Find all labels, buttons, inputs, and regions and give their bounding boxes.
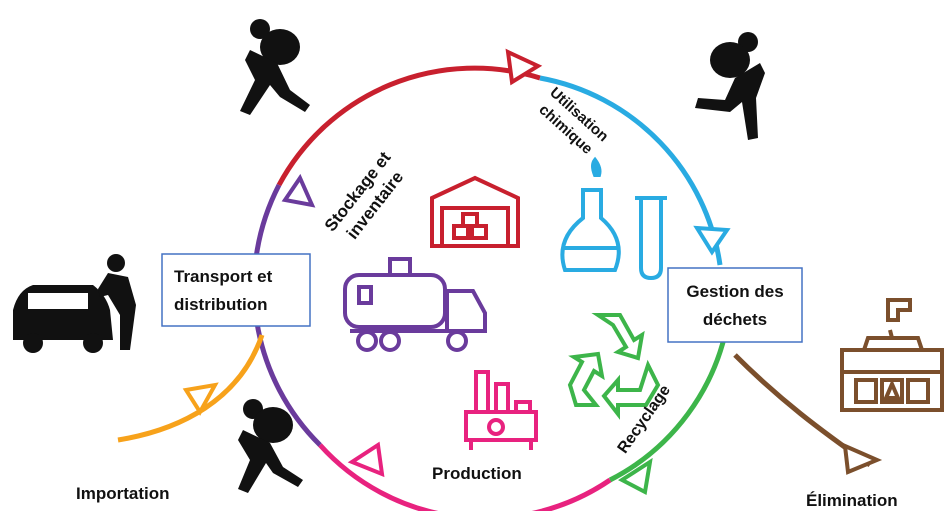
label-importation: Importation [76, 484, 170, 503]
box-transport-line1: Transport et [174, 267, 273, 286]
arrow-head [347, 441, 385, 478]
lab-flask-icon [560, 156, 667, 281]
warehouse-icon [430, 175, 520, 248]
arrow-head [505, 48, 543, 86]
arrow-head [182, 382, 219, 416]
box-transport-line2: distribution [174, 295, 267, 314]
arc-import [117, 334, 265, 443]
arrow-head [281, 173, 316, 208]
thief-icon [238, 399, 303, 493]
box-gestion-line1: Gestion des [686, 282, 783, 301]
thief-icon [240, 19, 310, 115]
arc-storage [276, 65, 541, 187]
arrow-head [693, 225, 731, 256]
truck-icon [343, 257, 487, 352]
thief-icon [695, 32, 765, 140]
arc-recycle [608, 319, 731, 483]
label-recyclage: Recyclage [615, 382, 674, 457]
label-elimination: Élimination [806, 491, 898, 510]
label-production: Production [432, 464, 522, 483]
car-thief-icon [13, 254, 136, 353]
disposal-icon [840, 298, 944, 412]
arrow-head [618, 457, 653, 496]
box-transport: Transport et distribution [161, 253, 311, 327]
recycle-icon [567, 313, 661, 420]
arc-production [318, 443, 612, 511]
factory-icon [464, 370, 538, 450]
box-gestion-line2: déchets [703, 310, 767, 329]
arrow-head [842, 442, 883, 475]
box-gestion: Gestion des déchets [667, 267, 803, 343]
